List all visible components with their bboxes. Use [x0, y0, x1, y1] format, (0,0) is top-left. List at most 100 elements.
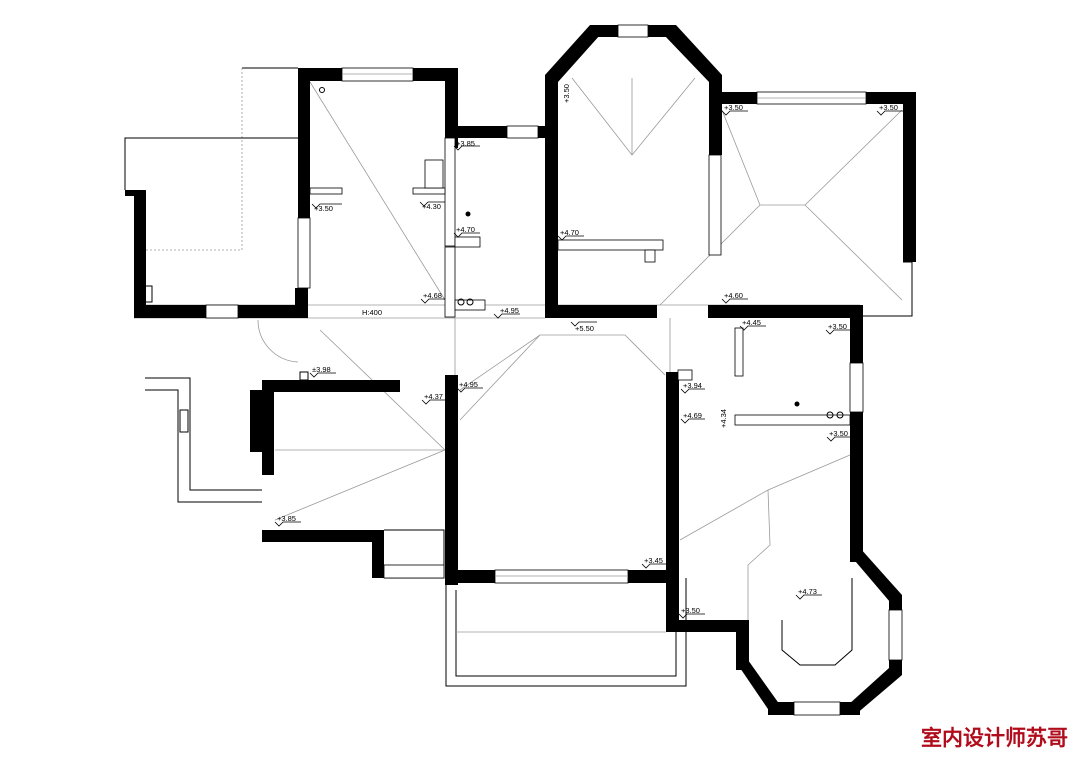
wall-segment	[590, 25, 618, 37]
wall-segment	[708, 305, 863, 318]
level-ticks	[274, 110, 903, 619]
window	[494, 569, 629, 584]
window	[506, 125, 539, 139]
elevation-label: +4.70	[560, 228, 579, 237]
window	[341, 67, 414, 82]
elevation-label: +4.95	[500, 306, 519, 315]
wall-segment	[545, 75, 558, 318]
wall-segment	[298, 68, 310, 218]
sink-icon	[836, 411, 844, 419]
elevation-label: +3.50	[724, 103, 743, 112]
elevation-label: +4.60	[724, 291, 743, 300]
elevation-label: +3.94	[683, 381, 702, 390]
column-icon	[299, 371, 309, 381]
partition	[454, 236, 481, 248]
bay-octagon-inner	[781, 578, 853, 666]
ceiling-line-8	[459, 334, 541, 421]
window	[205, 304, 239, 319]
electric-panel-icon	[251, 399, 263, 431]
elevation-label: +4.45	[742, 318, 761, 327]
elevation-label: ±3.98	[312, 365, 331, 374]
partition	[677, 369, 693, 381]
watermark-text: 室内设计师苏哥	[921, 726, 1068, 750]
elevation-label: +4.69	[683, 411, 702, 420]
wall-segment	[850, 305, 863, 363]
partition	[309, 187, 343, 195]
wall-segment	[709, 92, 757, 104]
wall-segment	[445, 570, 495, 583]
ceiling-line-12	[679, 489, 771, 620]
floor-drain-icon	[794, 401, 800, 407]
window	[849, 362, 864, 413]
elevation-label: +4.34	[719, 409, 728, 428]
window	[383, 564, 445, 579]
wall-segment	[262, 530, 384, 542]
riser-pipe-icon	[179, 409, 189, 433]
sink-icon	[826, 411, 834, 419]
partition	[644, 249, 656, 263]
partition	[557, 239, 664, 251]
wall-segment	[125, 190, 135, 196]
ceiling-line-7	[459, 334, 666, 391]
walls	[125, 25, 916, 715]
wall-segment	[709, 75, 722, 155]
entrance-outline-outer	[145, 389, 262, 503]
wall-segment	[545, 305, 657, 318]
ceiling-line-1	[309, 81, 446, 301]
elevation-label: +3.85	[277, 514, 296, 523]
toilet-icon	[457, 298, 465, 306]
window	[617, 24, 649, 38]
elevation-label: +4.37	[424, 392, 443, 401]
wall-segment	[262, 380, 400, 392]
fixtures	[144, 87, 844, 433]
wall-segment	[903, 92, 916, 262]
partition	[412, 187, 446, 195]
elevation-label: +3.50	[829, 429, 848, 438]
thin-outlines	[124, 67, 913, 687]
ceiling-line-13	[767, 454, 851, 491]
wall-segment	[666, 372, 679, 632]
toilet-icon	[466, 298, 474, 306]
elevation-label: +3.50	[681, 606, 700, 615]
wall-segment	[134, 190, 146, 318]
balcony-outline-left	[124, 137, 298, 190]
window	[888, 609, 903, 661]
partition	[444, 137, 456, 247]
ceiling-line-4	[721, 109, 903, 206]
elevation-label: +4.73	[798, 587, 817, 596]
wall-segment	[848, 668, 902, 715]
wall-segment	[445, 126, 507, 138]
floor-drain-icon	[465, 211, 471, 217]
partition	[734, 327, 744, 377]
light-fixture-icon	[319, 87, 325, 93]
wall-segment	[250, 390, 262, 452]
elevation-label: +3.45	[644, 556, 663, 565]
wall-segment	[664, 25, 722, 82]
wall-segment	[850, 548, 902, 602]
windows	[205, 24, 903, 716]
wall-segment	[372, 530, 384, 578]
wall-segment	[736, 620, 749, 670]
wall-segment	[666, 620, 748, 632]
meter-box-icon	[144, 285, 153, 303]
ceiling-line-6	[804, 204, 903, 301]
wall-segment	[840, 702, 860, 715]
elevation-label: +4.70	[456, 225, 475, 234]
terrace-dashed-line	[145, 68, 243, 251]
elevation-label: +3.50	[562, 84, 571, 103]
wall-segment	[295, 288, 308, 318]
window	[793, 701, 841, 716]
elevation-label: +4.95	[459, 380, 478, 389]
elevation-label: +3.85	[456, 139, 475, 148]
partition	[424, 159, 444, 189]
window-frame-right	[863, 261, 913, 317]
entrance-outline-inner	[145, 377, 262, 491]
wall-segment	[628, 570, 678, 583]
partitions	[309, 137, 851, 426]
elevation-label: +4.30	[422, 202, 441, 211]
elevation-label: +5.50	[575, 324, 594, 333]
elevation-labels: +3.50 +4.30 +3.85 +4.70 +4.68 +4.95 +3.5…	[277, 84, 898, 615]
partition	[708, 154, 722, 256]
wall-segment	[262, 380, 274, 475]
